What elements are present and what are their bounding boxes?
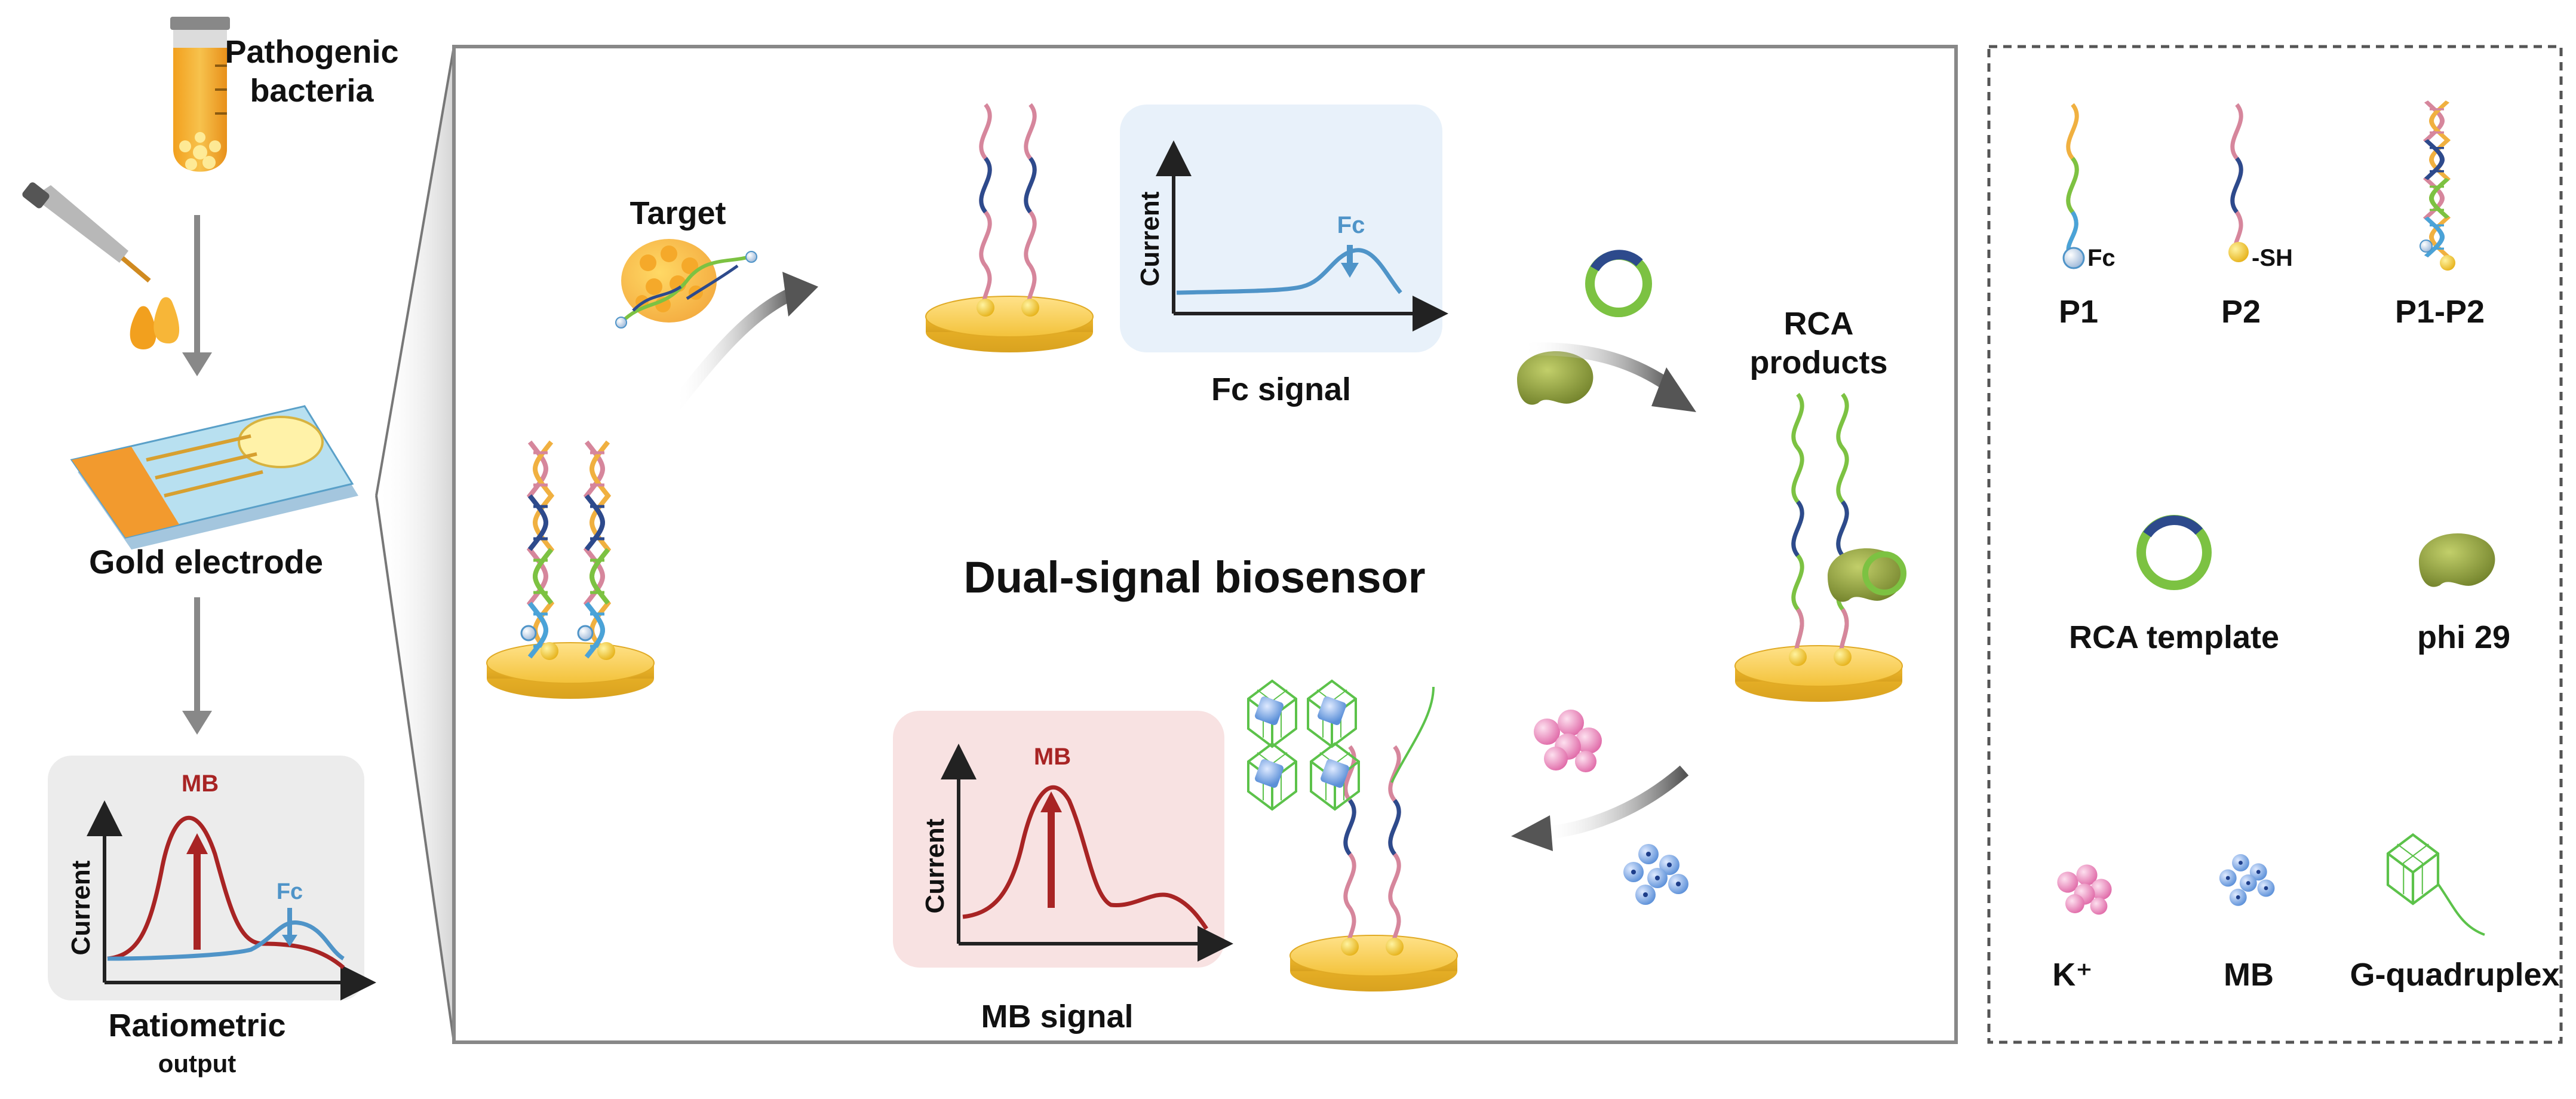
rca-label: RCA [1784,306,1854,342]
fc-peak-label: Fc [1337,212,1365,238]
fc-signal-label: Fc signal [1211,372,1351,407]
gold-electrode-chip [70,405,358,550]
legend-mb-label: MB [2224,957,2274,993]
ratiometric-label: Ratiometric [108,1008,285,1043]
legend-panel: Fc P1 -SH P2 P1-P2 RCA template phi 29 K… [1987,45,2563,1044]
legend-p1p2-label: P1-P2 [2395,294,2485,330]
legend-p1-label: P1 [2059,294,2098,330]
zoom-funnel [376,45,454,1042]
mb-curve [107,815,345,969]
fc-curve [1176,248,1402,295]
legend-fc-tag: Fc [2087,245,2116,271]
output-label: output [158,1049,237,1077]
current-axis-label: Current [1135,191,1165,286]
fc-signal-plot: Current Fc [1120,105,1448,352]
legend-g-quadruplex-label: G-quadruplex [2350,957,2559,993]
legend-g-quadruplex-icon [2388,835,2485,936]
pipette-icon [22,182,151,283]
dual-signal-title: Dual-signal biosensor [963,552,1425,602]
left-workflow: Pathogenic bacteria Gold electrode [22,17,399,1077]
legend-p1-icon [2062,103,2085,269]
mb-peak-label: MB [1034,744,1071,770]
legend-phi29-icon [2419,533,2495,587]
legend-phi29-label: phi 29 [2417,619,2510,655]
g-quadruplex-electrode [1247,680,1458,992]
legend-k-label: K⁺ [2052,957,2093,993]
arrow-step-1 [670,286,797,410]
legend-rca-template-label: RCA template [2069,619,2279,655]
test-tube-icon [170,17,230,172]
legend-p2-label: P2 [2221,294,2261,330]
sample-droplets-icon [130,297,180,349]
current-axis-label: Current [920,818,950,913]
legend-p2-icon [2228,103,2249,262]
legend-k-ion-icon [2057,864,2112,915]
main-panel: Target Cu [452,45,1958,1044]
p2-electrode [925,105,1094,353]
arrow-step-3 [1540,765,1689,840]
target-bacterium-icon [615,239,757,329]
legend-rca-template-icon [2136,515,2212,590]
rca-products-electrode [1734,394,1906,702]
mb-curve [962,785,1208,930]
legend-sh-tag: -SH [2252,245,2293,271]
current-axis-label: Current [66,860,96,955]
phi29-enzyme-icon [1517,351,1594,405]
mb-signal-label: MB signal [981,999,1133,1034]
arrow-step-2 [1522,342,1677,394]
gold-electrode-label: Gold electrode [89,543,323,581]
target-label: Target [630,195,726,231]
mb-peak-label: MB [182,770,219,797]
pathogenic-label: Pathogenic [225,34,398,70]
legend-mb-icon [2219,854,2275,906]
ratiometric-plot: Current MB Fc [48,756,376,1000]
fc-peak-label: Fc [277,879,303,904]
products-label: products [1749,345,1887,380]
mb-signal-plot: Current MB [893,711,1233,968]
fc-curve [107,920,345,961]
legend-p1p2-icon [2420,102,2455,271]
initial-duplex-electrode [486,442,655,699]
bacteria-label: bacteria [250,73,374,109]
